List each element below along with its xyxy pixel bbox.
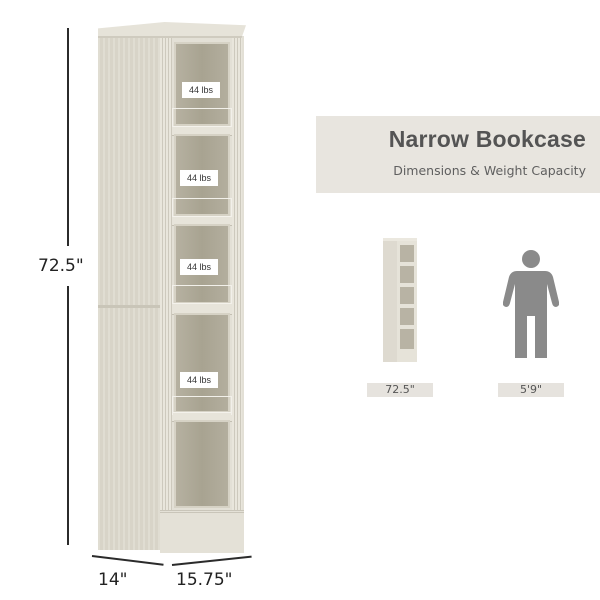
mini-cubby [400, 287, 414, 304]
person-height-tag: 5'9" [498, 383, 564, 397]
bookcase-base [160, 510, 244, 553]
weight-capacity-tag: 44 lbs [180, 372, 218, 388]
bookcase-side-panel [98, 32, 164, 550]
depth-dimension-label: 14" [98, 570, 128, 590]
height-dimension-line-bottom [67, 286, 69, 545]
bookcase-seam [98, 305, 164, 308]
product-subtitle: Dimensions & Weight Capacity [393, 163, 586, 178]
person-silhouette-icon [503, 250, 559, 358]
width-dimension-label: 15.75" [176, 570, 233, 590]
weight-indicator-4 [172, 396, 232, 415]
weight-capacity-tag: 44 lbs [182, 82, 220, 98]
weight-indicator-2 [172, 198, 232, 217]
right-pilaster [232, 36, 242, 524]
width-dimension-line [171, 555, 252, 566]
height-dimension-line-top [67, 28, 69, 246]
bookcase-illustration: 44 lbs 44 lbs 44 lbs 44 lbs [98, 22, 246, 553]
bookcase-height-tag: 72.5" [367, 383, 433, 397]
mini-cubby [400, 308, 414, 325]
mini-cubby [400, 266, 414, 283]
mini-cubby [400, 329, 414, 349]
height-dimension-label: 72.5" [38, 256, 84, 276]
title-banner: Narrow Bookcase Dimensions & Weight Capa… [316, 116, 600, 193]
mini-bookcase-icon [383, 238, 417, 362]
mini-bookcase-top [383, 238, 417, 241]
weight-capacity-tag: 44 lbs [180, 259, 218, 275]
cubby-5 [174, 420, 230, 508]
depth-dimension-line [91, 555, 164, 566]
weight-indicator-3 [172, 285, 232, 304]
product-title: Narrow Bookcase [388, 126, 586, 152]
bookcase-crown [98, 22, 246, 38]
mini-bookcase-side [383, 240, 397, 362]
mini-cubby [400, 245, 414, 262]
weight-capacity-tag: 44 lbs [180, 170, 218, 186]
weight-indicator-1 [172, 108, 232, 127]
left-pilaster [160, 36, 172, 524]
